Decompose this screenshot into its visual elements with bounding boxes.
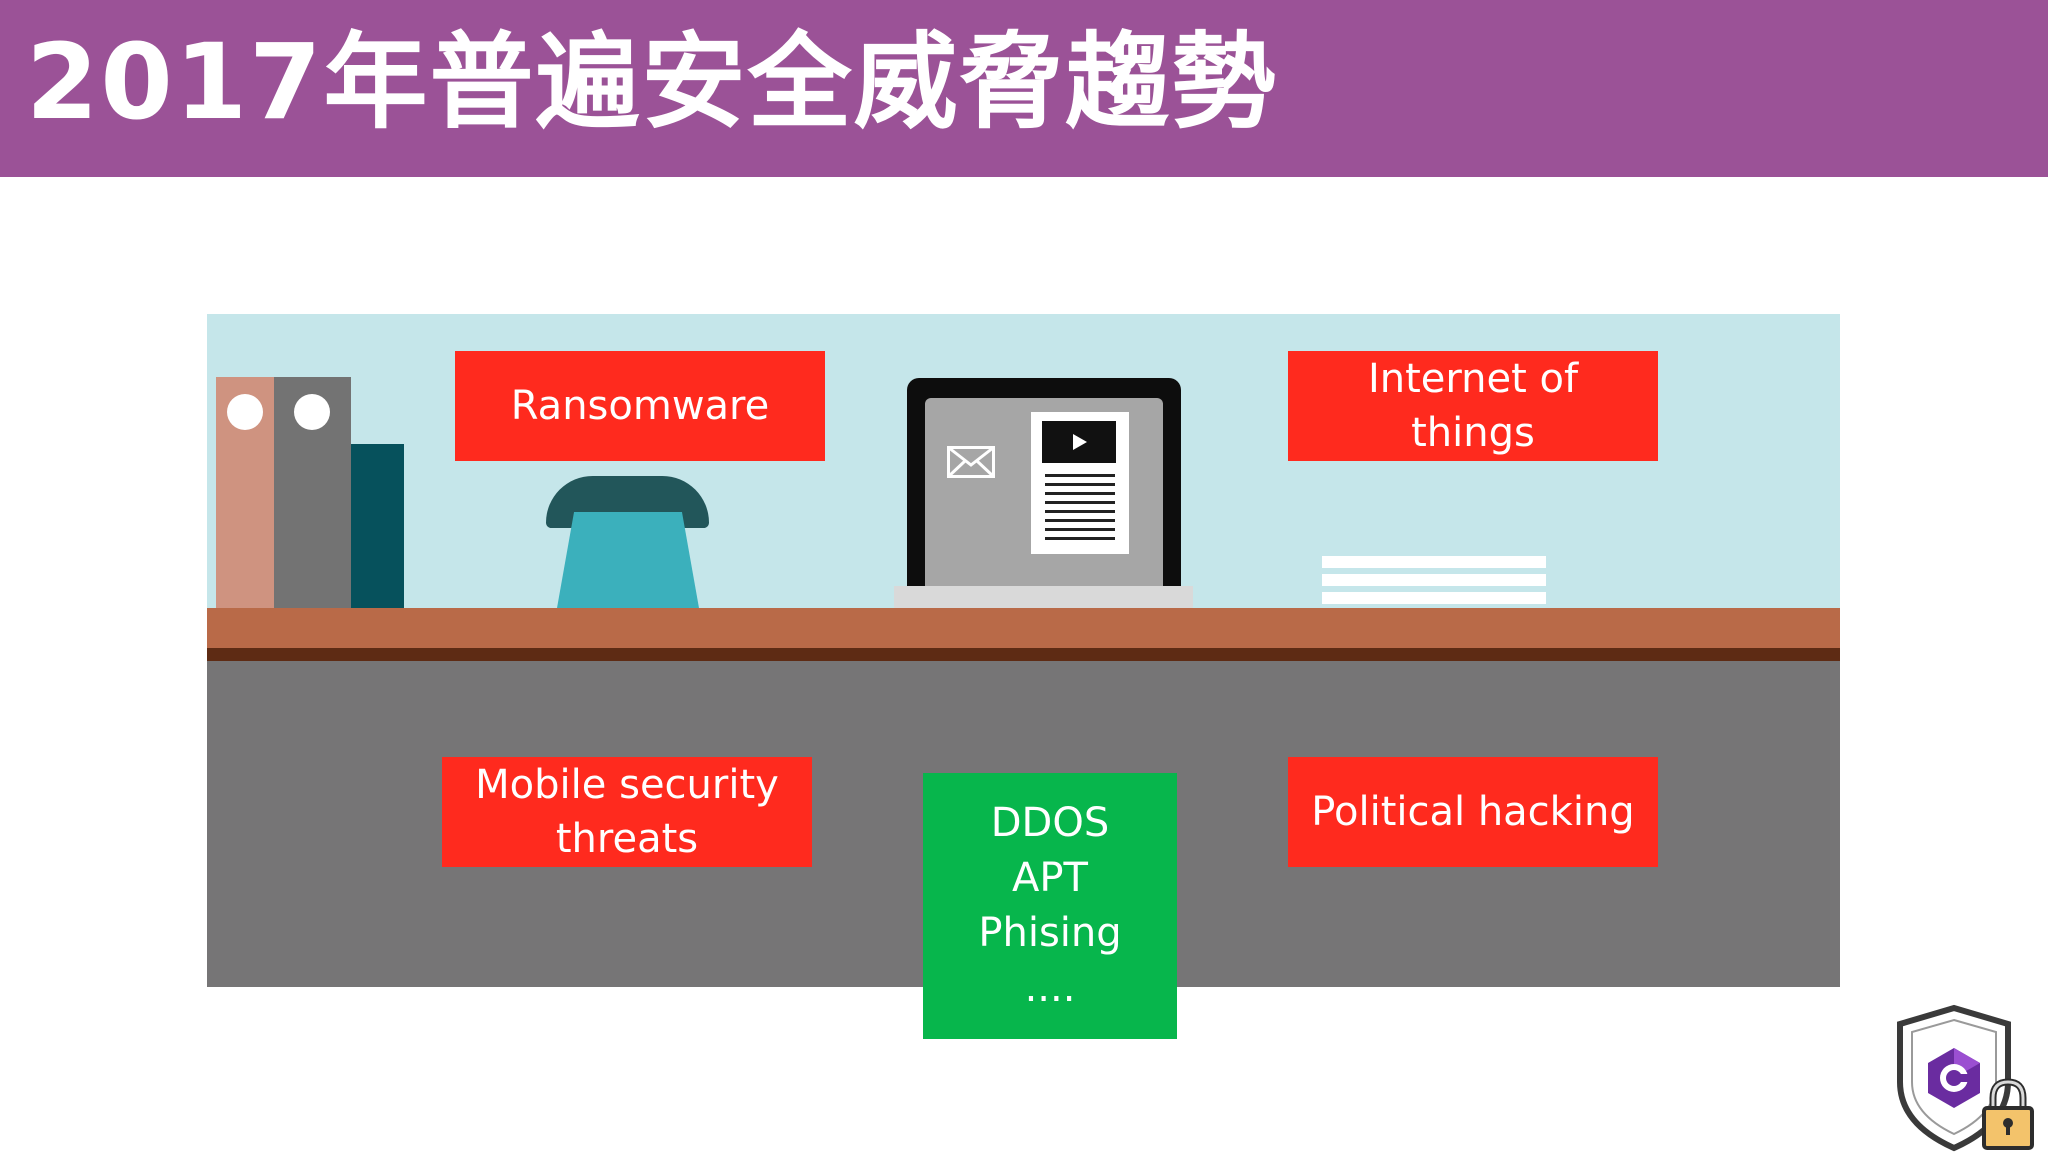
binder-ring xyxy=(294,394,330,430)
csharp-security-logo-icon xyxy=(1897,1004,2034,1152)
threat-internet-of-things: Internet of things xyxy=(1288,351,1658,461)
document-line xyxy=(1045,501,1115,504)
envelope-icon xyxy=(947,446,995,478)
threat-ddos-apt-phishing: DDOS APT Phising .... xyxy=(923,773,1177,1039)
title-bar: 2017年普遍安全威脅趨勢 xyxy=(0,0,2048,177)
document-line xyxy=(1045,537,1115,540)
paper-sheet xyxy=(1322,556,1546,568)
paper-sheet xyxy=(1322,574,1546,586)
binder-ring xyxy=(227,394,263,430)
binder-left xyxy=(216,377,274,608)
laptop-screen xyxy=(925,398,1163,594)
document-line xyxy=(1045,474,1115,477)
document-line xyxy=(1045,528,1115,531)
desk-top xyxy=(207,608,1840,648)
document-icon xyxy=(1031,412,1129,554)
laptop-frame xyxy=(907,378,1181,594)
paper-sheet xyxy=(1322,592,1546,604)
laptop-base xyxy=(894,586,1193,612)
document-line xyxy=(1045,519,1115,522)
document-line xyxy=(1045,483,1115,486)
binder-right xyxy=(351,444,404,608)
telephone-base xyxy=(557,512,699,608)
threat-political-hacking: Political hacking xyxy=(1288,757,1658,867)
document-line xyxy=(1045,492,1115,495)
page-title: 2017年普遍安全威脅趨勢 xyxy=(26,21,1278,143)
threat-mobile-security: Mobile security threats xyxy=(442,757,812,867)
desk-edge xyxy=(207,648,1840,661)
document-line xyxy=(1045,510,1115,513)
threat-ransomware: Ransomware xyxy=(455,351,825,461)
binder-middle xyxy=(274,377,351,608)
play-icon xyxy=(1042,421,1116,463)
